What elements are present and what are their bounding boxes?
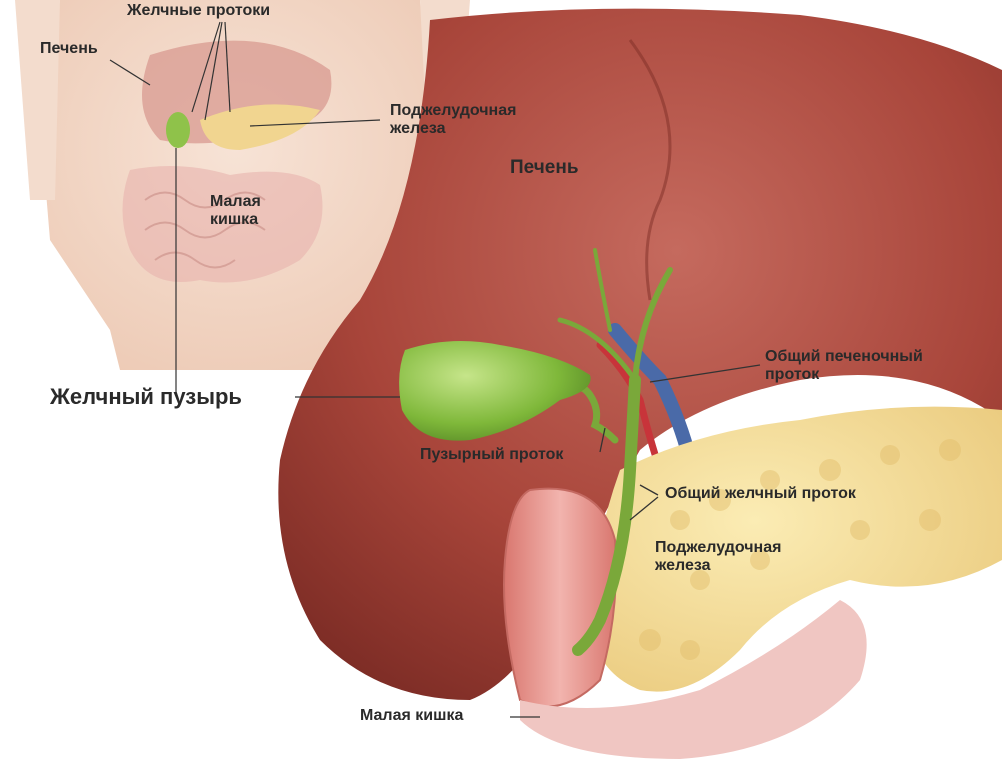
label-small-intestine: Малая кишка <box>360 707 463 725</box>
label-pancreas: Поджелудочная железа <box>655 539 781 576</box>
label-cystic-duct: Пузырный проток <box>420 446 563 464</box>
label-inset-pancreas: Поджелудочная железа <box>390 102 516 139</box>
label-common-bile-duct: Общий желчный проток <box>665 485 856 503</box>
label-gallbladder: Желчный пузырь <box>50 384 242 409</box>
label-inset-bile-ducts: Желчные протоки <box>127 2 270 20</box>
label-liver: Печень <box>510 157 579 179</box>
inset-gallbladder-shape <box>166 112 190 148</box>
label-inset-liver: Печень <box>40 40 98 58</box>
label-inset-small-intestine: Малая кишка <box>210 193 261 230</box>
label-common-hepatic-duct: Общий печеночный проток <box>765 348 923 385</box>
left-arm <box>15 0 60 200</box>
duodenum-shape <box>504 489 616 707</box>
